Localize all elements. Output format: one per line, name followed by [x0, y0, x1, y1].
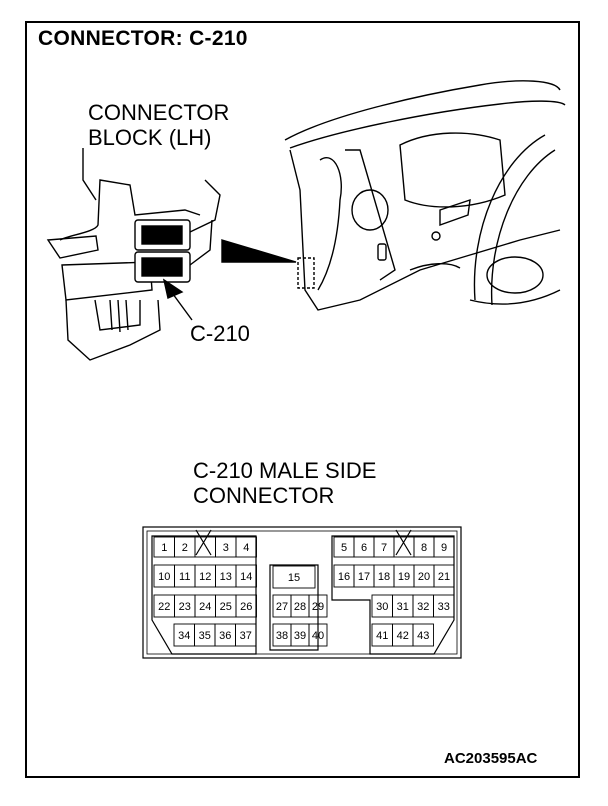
pin-label: 26	[240, 601, 252, 613]
pin-label: 32	[417, 601, 429, 613]
pin-label: 15	[288, 572, 300, 584]
pin-label: 34	[178, 630, 190, 642]
pin-label: 36	[219, 630, 231, 642]
pin-label: 31	[397, 601, 409, 613]
pin-cell	[433, 564, 455, 588]
pin-label: 13	[220, 571, 232, 583]
pin-label: 4	[243, 542, 249, 554]
pin-label: 22	[158, 601, 170, 613]
pin-label: 11	[179, 571, 190, 583]
pin-label: 24	[199, 601, 211, 613]
pin-label: 43	[417, 630, 429, 642]
pin-label: 19	[398, 571, 410, 583]
pin-label: 8	[421, 542, 427, 554]
pin-cell	[308, 594, 328, 618]
connector-block-label-line2: BLOCK (LH)	[88, 125, 212, 150]
pin-cell	[433, 594, 455, 618]
figure-code: AC203595AC	[444, 750, 538, 767]
pin-label: 27	[276, 601, 288, 613]
pin-label: 23	[179, 601, 191, 613]
pin-label: 39	[294, 630, 306, 642]
male-side-label-line2: CONNECTOR	[193, 483, 335, 508]
pin-label: 3	[223, 542, 229, 554]
pin-label: 17	[358, 571, 370, 583]
pin-label: 14	[240, 571, 252, 583]
pin-cell	[433, 536, 455, 558]
pin-label: 37	[240, 630, 252, 642]
male-side-label-line1: C-210 MALE SIDE	[193, 458, 377, 483]
pin-label: 29	[312, 601, 324, 613]
pin-cell	[272, 565, 316, 589]
pin-label: 38	[276, 630, 288, 642]
pin-label: 16	[338, 571, 350, 583]
pin-label: 10	[158, 571, 170, 583]
pin-label: 42	[397, 630, 409, 642]
pin-label: 7	[381, 542, 387, 554]
pin-label: 35	[199, 630, 211, 642]
pin-label: 18	[378, 571, 390, 583]
connector-block-label: CONNECTOR BLOCK (LH)	[88, 100, 229, 150]
pin-cell	[412, 623, 434, 647]
pin-label: 12	[199, 571, 211, 583]
pin-cell	[235, 536, 257, 558]
pin-label: 5	[341, 542, 347, 554]
male-side-label: C-210 MALE SIDE CONNECTOR	[193, 458, 376, 508]
pin-label: 41	[376, 630, 388, 642]
pin-cell	[235, 594, 257, 618]
pin-label: 1	[161, 542, 167, 554]
pin-label: 2	[182, 542, 188, 554]
pin-cell	[235, 623, 257, 647]
pin-cell	[235, 564, 257, 588]
connector-id-label: C-210	[190, 321, 250, 346]
pin-cell	[308, 623, 328, 647]
pin-label: 40	[312, 630, 324, 642]
pin-label: 9	[441, 542, 447, 554]
figure-title: CONNECTOR: C-210	[38, 27, 248, 50]
pin-label: 25	[220, 601, 232, 613]
pin-label: 28	[294, 601, 306, 613]
pin-label: 33	[438, 601, 450, 613]
pin-label: 20	[418, 571, 430, 583]
figure-frame	[25, 21, 580, 778]
connector-block-label-line1: CONNECTOR	[88, 100, 230, 125]
pin-label: 6	[361, 542, 367, 554]
pin-label: 30	[376, 601, 388, 613]
pin-label: 21	[438, 571, 450, 583]
